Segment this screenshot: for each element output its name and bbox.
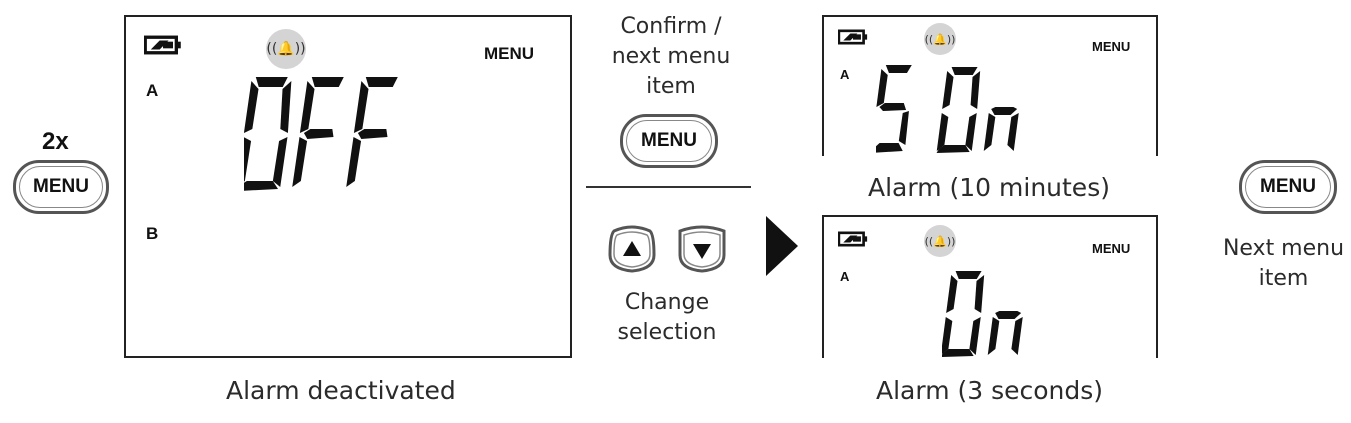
press-count-label: 2x [42,128,69,155]
flow-arrow-icon [766,216,798,276]
channel-a-label: A [840,269,850,284]
change-caption-line-2: selection [617,320,717,345]
next-menu-caption: Next menu item [1216,234,1351,294]
alarm-icon: ((🔔)) [266,29,306,69]
channel-b-label: B [146,224,159,243]
channel-a-label: A [840,67,850,82]
battery-icon [144,35,182,55]
confirm-caption-line-1: Confirm / [620,14,722,39]
channel-a-label: A [146,81,159,100]
down-button[interactable] [676,225,728,275]
divider-line [586,186,751,188]
menu-button-middle[interactable]: MENU [620,114,718,168]
main-display-caption: Alarm deactivated [226,376,456,405]
change-caption-line-1: Change [624,290,710,315]
confirm-caption: Confirm / next menu item [596,12,746,102]
menu-button-right-label: MENU [1260,176,1316,197]
lcd-value-off [244,77,398,191]
menu-button-left-label: MENU [33,176,89,197]
display-3-seconds-caption: Alarm (3 seconds) [876,376,1104,405]
down-arrow-icon [693,244,711,259]
lcd-display-3-seconds: ((🔔)) MENU A [822,215,1158,358]
up-arrow-icon [623,241,641,256]
battery-icon [838,231,868,247]
lcd-display-10-minutes: ((🔔)) MENU A [822,15,1158,156]
battery-icon [838,29,868,45]
menu-button-left[interactable]: MENU [13,160,109,214]
confirm-caption-line-3: item [646,74,696,99]
change-caption: Change selection [592,288,742,348]
lcd-menu-label: MENU [1092,39,1131,54]
lcd-menu-label: MENU [484,44,535,63]
lcd-value-on [942,271,1023,357]
main-lcd-display: ((🔔)) MENU A B [124,15,572,358]
next-menu-caption-line-1: Next menu [1222,236,1345,261]
confirm-caption-line-2: next menu [611,44,731,69]
lcd-menu-label: MENU [1092,241,1131,256]
display-10-minutes-caption: Alarm (10 minutes) [868,173,1110,202]
menu-button-middle-label: MENU [641,130,697,151]
lcd-value-5-on [876,65,1019,153]
alarm-icon: ((🔔)) [924,23,956,55]
up-button[interactable] [606,225,658,275]
menu-button-right[interactable]: MENU [1239,160,1337,214]
next-menu-caption-line-2: item [1258,266,1309,291]
alarm-icon: ((🔔)) [924,225,956,257]
